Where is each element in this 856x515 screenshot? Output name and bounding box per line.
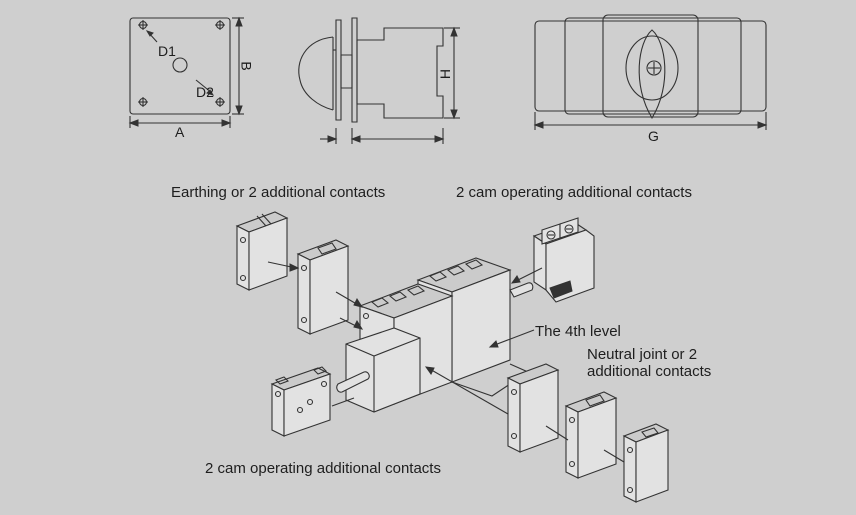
neutral-joint-label-line1: Neutral joint or 2 [587, 346, 698, 363]
mounting-hole-top-right [215, 20, 225, 30]
neutral-contact-module-3 [624, 424, 668, 502]
earthing-contacts-label: Earthing or 2 additional contacts [171, 184, 386, 201]
neutral-contact-module-1 [508, 364, 558, 452]
assembly-arrows [268, 262, 624, 462]
switch-side-view [299, 18, 460, 144]
dimension-b-label: B [238, 61, 255, 71]
switch-top-view [535, 15, 766, 130]
cam-contacts-bottom-label: 2 cam operating additional contacts [205, 460, 441, 477]
dimension-g-label: G [648, 128, 659, 144]
mounting-hole-bottom-right [215, 97, 225, 107]
cam-operating-module-top [534, 218, 594, 302]
dimension-h-label: H [437, 68, 454, 80]
mounting-hole-top-left [138, 20, 148, 30]
switch-body-front [337, 284, 452, 412]
dimension-d1-label: D1 [158, 43, 176, 59]
cam-operating-module-bottom [272, 367, 330, 436]
cam-contacts-top-label: 2 cam operating additional contacts [456, 184, 692, 201]
earthing-second-module [298, 240, 348, 334]
center-hole [173, 58, 187, 72]
dimension-d2-label: D2 [196, 84, 214, 100]
mounting-hole-bottom-left [138, 97, 148, 107]
earthing-contact-module [237, 212, 287, 290]
fourth-level-label: The 4th level [535, 323, 621, 340]
neutral-contact-module-2 [566, 392, 616, 478]
dimension-a-label: A [175, 124, 185, 140]
neutral-joint-label-line2: additional contacts [587, 363, 712, 380]
mounting-plate-front-view [130, 18, 244, 128]
